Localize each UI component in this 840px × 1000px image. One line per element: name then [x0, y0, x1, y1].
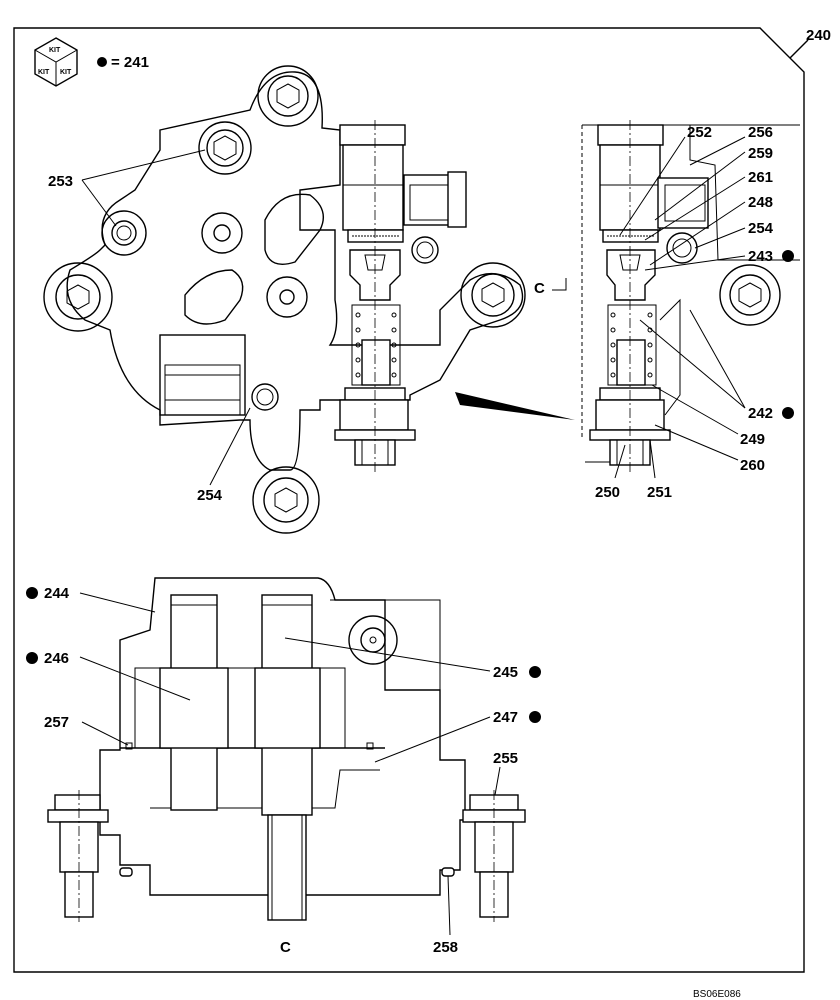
- callout-248: 248: [748, 194, 773, 211]
- diagram-frame: [13, 27, 805, 973]
- kit-bullet-247: [529, 711, 541, 723]
- callout-256: 256: [748, 124, 773, 141]
- kit-bullet-245: [529, 666, 541, 678]
- valve-plate-side-view: [99, 577, 466, 921]
- callout-261: 261: [748, 169, 773, 186]
- leader-lines: [79, 136, 746, 936]
- callout-257: 257: [44, 714, 69, 731]
- svg-text:C: C: [534, 280, 545, 297]
- bolt-left: [47, 790, 109, 922]
- callout-246: 246: [44, 650, 69, 667]
- callout-243: 243: [748, 248, 773, 265]
- callout-247: 247: [493, 709, 518, 726]
- callout-254-left: 254: [197, 487, 223, 504]
- callout-253: 253: [48, 173, 73, 190]
- detail-pointer: [455, 392, 575, 420]
- kit-bullet-244: [26, 587, 38, 599]
- callout-259: 259: [748, 145, 773, 162]
- callout-245: 245: [493, 664, 518, 681]
- section-marker: C: [534, 278, 567, 297]
- valve-cartridge-left: [334, 120, 467, 475]
- callout-255: 255: [493, 750, 518, 767]
- svg-text:KIT: KIT: [38, 69, 50, 76]
- kit-bullet-246: [26, 652, 38, 664]
- valve-body-front-view: [43, 65, 526, 534]
- callout-258: 258: [433, 939, 458, 956]
- callout-250: 250: [595, 484, 620, 501]
- section-view-label: C: [280, 939, 291, 956]
- kit-legend-bullet: [97, 57, 107, 67]
- valve-section-detail: [581, 120, 800, 475]
- reference-code: BS06E086: [693, 989, 741, 1000]
- callout-249: 249: [740, 431, 765, 448]
- callout-254-right: 254: [748, 220, 774, 237]
- callout-251: 251: [647, 484, 672, 501]
- callout-252: 252: [687, 124, 712, 141]
- callout-242: 242: [748, 405, 773, 422]
- kit-cube-icon: KIT KIT KIT: [34, 37, 78, 87]
- kit-bullet-243: [782, 250, 794, 262]
- callout-260: 260: [740, 457, 765, 474]
- figure-number: 240: [806, 27, 831, 44]
- callout-244: 244: [44, 585, 70, 602]
- svg-text:KIT: KIT: [60, 69, 72, 76]
- svg-text:KIT: KIT: [49, 47, 61, 54]
- bolt-right: [462, 790, 526, 922]
- kit-bullet-242: [782, 407, 794, 419]
- kit-legend-text: = 241: [111, 54, 149, 71]
- callout-labels: 253 254 252 256 259 261 248 254 243 242 …: [26, 124, 794, 956]
